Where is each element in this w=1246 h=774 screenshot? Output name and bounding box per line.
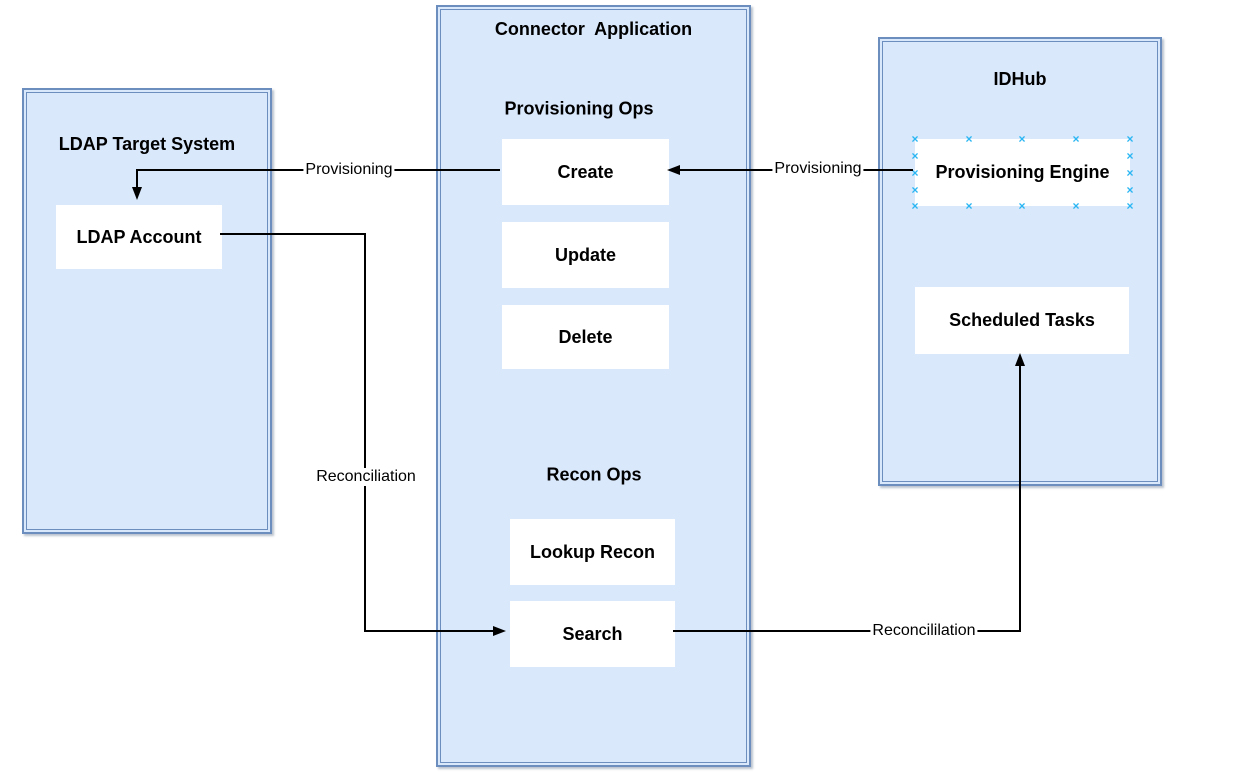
- connection-point-icon[interactable]: ×: [1018, 199, 1026, 213]
- ldap-target-system-title: LDAP Target System: [58, 134, 236, 154]
- edge-ldap-account-to-search-vertical[interactable]: [364, 233, 366, 631]
- connection-point-icon[interactable]: ×: [1126, 149, 1134, 163]
- edge-label-provisioning-left[interactable]: Provisioning: [303, 161, 395, 179]
- connection-point-icon[interactable]: ×: [911, 149, 919, 163]
- connection-point-icon[interactable]: ×: [911, 166, 919, 180]
- ldap-account-node[interactable]: LDAP Account: [56, 205, 222, 269]
- ldap-target-system-container[interactable]: LDAP Target System LDAP Account: [22, 88, 272, 534]
- edge-ldap-account-to-search-h2[interactable]: [364, 630, 493, 632]
- lookup-recon-label: Lookup Recon: [530, 541, 655, 562]
- connection-point-icon[interactable]: ×: [965, 199, 973, 213]
- edge-ldap-account-to-search-h1[interactable]: [220, 233, 366, 235]
- connection-point-icon[interactable]: ×: [1072, 132, 1080, 146]
- create-node[interactable]: Create: [502, 139, 669, 205]
- edge-search-to-scheduled-tasks-vertical[interactable]: [1019, 366, 1021, 632]
- scheduled-tasks-label: Scheduled Tasks: [949, 310, 1095, 330]
- connection-point-icon[interactable]: ×: [911, 199, 919, 213]
- connection-point-icon[interactable]: ×: [1126, 166, 1134, 180]
- connection-point-icon[interactable]: ×: [1126, 183, 1134, 197]
- connector-application-container[interactable]: Connector Application Provisioning Ops C…: [436, 5, 751, 767]
- update-label: Update: [554, 244, 616, 265]
- provisioning-engine-label: Provisioning Engine: [935, 162, 1110, 182]
- connection-point-icon[interactable]: ×: [965, 132, 973, 146]
- recon-ops-label: Recon Ops: [546, 464, 642, 485]
- arrowhead-into-ldap-account: [132, 187, 142, 200]
- connection-point-icon[interactable]: ×: [1072, 199, 1080, 213]
- idhub-title: IDHub: [993, 69, 1047, 89]
- edge-label-reconciliation[interactable]: Reconciliation: [314, 468, 418, 486]
- provisioning-ops-label: Provisioning Ops: [504, 98, 654, 119]
- search-label: Search: [562, 623, 623, 644]
- connector-application-title: Connector Application: [494, 19, 693, 39]
- edge-create-to-ldap-vertical[interactable]: [136, 169, 138, 188]
- update-node[interactable]: Update: [502, 222, 669, 288]
- arrowhead-into-scheduled-tasks: [1015, 353, 1025, 366]
- search-node[interactable]: Search: [510, 601, 675, 667]
- create-label: Create: [557, 161, 614, 182]
- scheduled-tasks-node[interactable]: Scheduled Tasks: [915, 287, 1129, 354]
- edge-search-to-scheduled-tasks-horizontal[interactable]: [673, 630, 1021, 632]
- provisioning-engine-node[interactable]: Provisioning Engine: [915, 139, 1130, 206]
- arrowhead-into-search: [493, 626, 506, 636]
- connection-point-icon[interactable]: ×: [911, 183, 919, 197]
- edge-label-provisioning-right[interactable]: Provisioning: [772, 160, 864, 178]
- connection-point-icon[interactable]: ×: [1018, 132, 1026, 146]
- lookup-recon-node[interactable]: Lookup Recon: [510, 519, 675, 585]
- arrowhead-into-create: [667, 165, 680, 175]
- connection-point-icon[interactable]: ×: [1126, 199, 1134, 213]
- ldap-account-label: LDAP Account: [76, 226, 202, 247]
- delete-node[interactable]: Delete: [502, 305, 669, 369]
- delete-label: Delete: [558, 326, 613, 347]
- edge-label-reconcililation[interactable]: Reconcililation: [870, 622, 978, 640]
- connection-point-icon[interactable]: ×: [1126, 132, 1134, 146]
- connection-point-icon[interactable]: ×: [911, 132, 919, 146]
